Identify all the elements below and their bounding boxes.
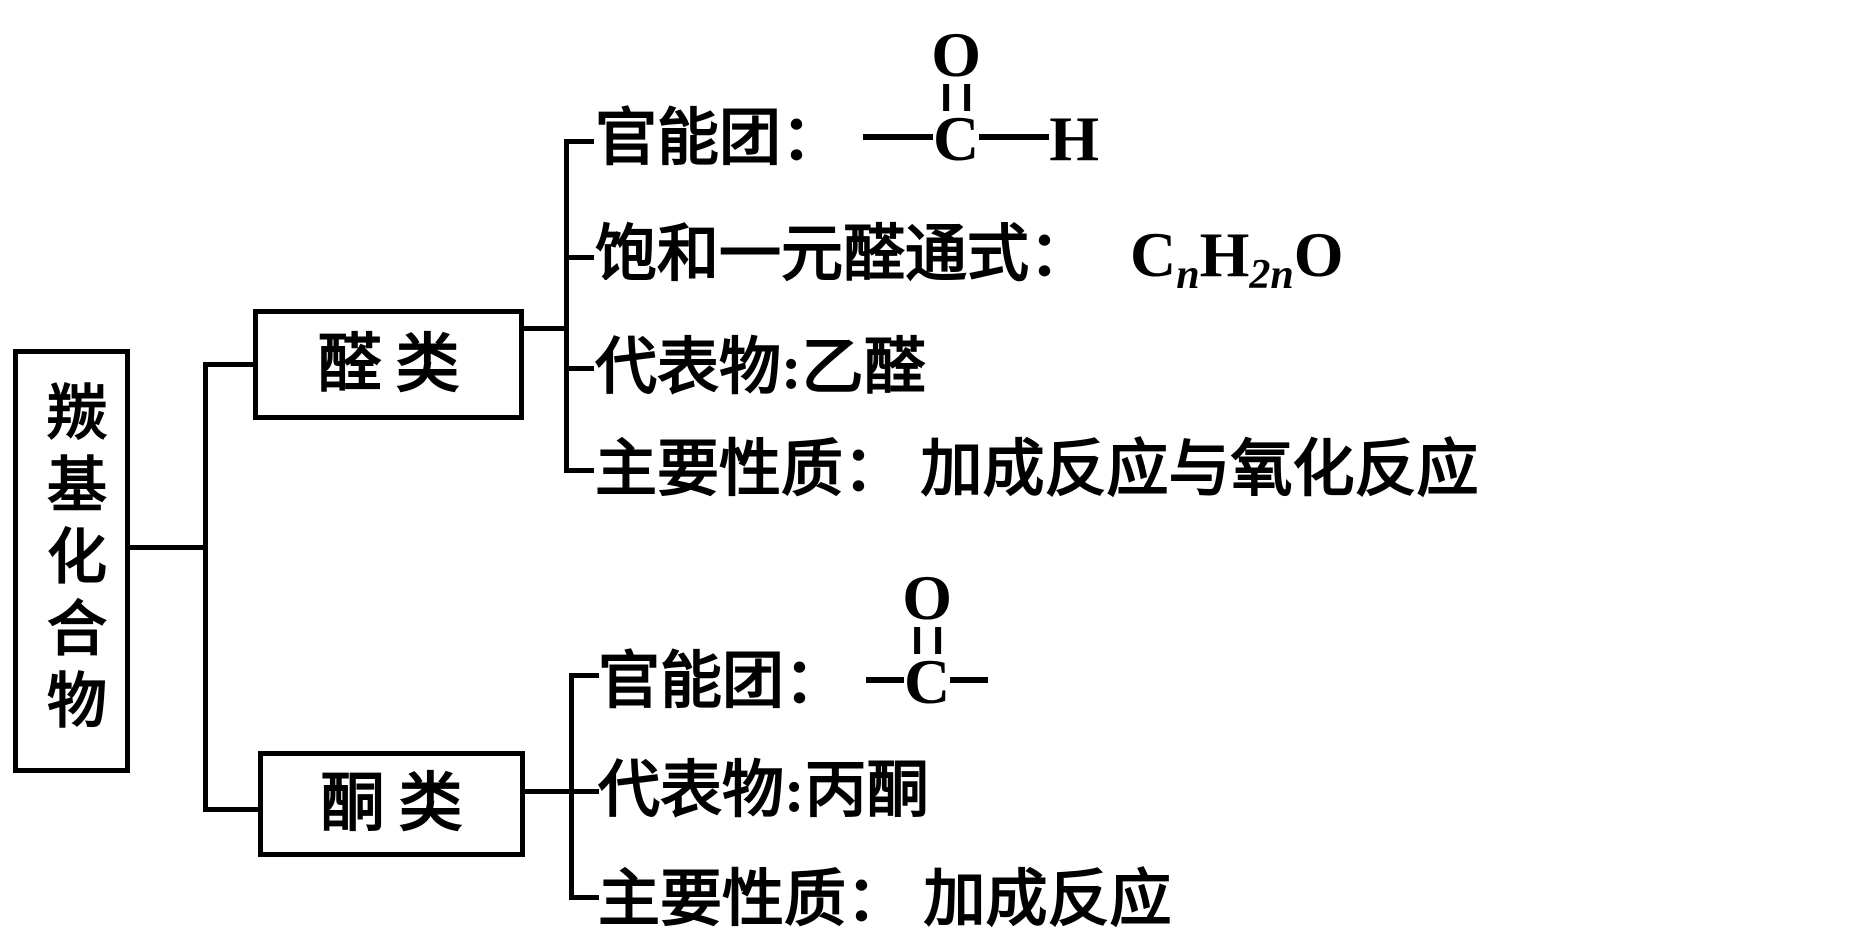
ketone-functional-group-formula: O C xyxy=(866,566,989,717)
root-stem-line xyxy=(125,545,207,550)
formula-h: H xyxy=(1199,219,1250,290)
carbonyl-oxygen-group: O xyxy=(931,19,982,111)
ketone-bracket-line xyxy=(569,673,574,900)
aldehyde-general-formula-label: 饱和一元醛通式： xyxy=(595,221,1092,289)
aldehyde-general-formula: CnH2nO xyxy=(1130,223,1344,297)
aldehyde-functional-group-label: 官能团： xyxy=(595,105,844,173)
aldehyde-functional-group-row: 官能团： O C H xyxy=(595,23,1100,174)
ketone-properties-label: 主要性质： 加成反应 xyxy=(598,866,1172,934)
branch-to-ketone-line xyxy=(203,807,263,812)
aldehyde-node-box: 醛类 xyxy=(253,309,524,420)
formula-sub-2n: 2n xyxy=(1249,252,1294,298)
trunk-line xyxy=(203,362,208,812)
aldehyde-properties-row: 主要性质： 加成反应与氧化反应 xyxy=(595,438,1479,502)
double-bond-icon xyxy=(913,627,941,654)
ketone-functional-group-row: 官能团： O C xyxy=(598,566,989,717)
ketone-properties-row: 主要性质： 加成反应 xyxy=(598,868,1172,932)
carbon-atom: C xyxy=(904,646,951,717)
carbonyl-stack: O C xyxy=(931,23,981,174)
carbon-atom: C xyxy=(933,103,980,174)
formula-sub-n: n xyxy=(1176,252,1200,298)
ketone-tick-2 xyxy=(569,789,599,794)
ketone-representative-label: 代表物:丙酮 xyxy=(598,757,929,825)
branch-to-aldehyde-line xyxy=(203,362,258,367)
aldehyde-tick-1 xyxy=(564,139,594,144)
ketone-node-label: 酮类 xyxy=(320,768,477,839)
ketone-node-box: 酮类 xyxy=(258,751,525,857)
aldehyde-tick-4 xyxy=(564,468,594,473)
ketone-representative-row: 代表物:丙酮 xyxy=(598,759,929,823)
ketone-tick-3 xyxy=(569,895,599,900)
carbonyl-stack: O C xyxy=(902,566,952,717)
double-bond-icon xyxy=(942,84,970,111)
aldehyde-general-formula-row: 饱和一元醛通式： CnH2nO xyxy=(595,221,1344,297)
ketone-tick-1 xyxy=(569,673,599,678)
aldehyde-representative-label: 代表物:乙醛 xyxy=(595,334,926,402)
aldehyde-node-label: 醛类 xyxy=(317,328,474,400)
formula-o: O xyxy=(1293,219,1344,290)
aldehyde-bracket-connector-line xyxy=(520,326,569,331)
single-bond-icon xyxy=(979,134,1050,140)
root-node-label: 羰基化合物 xyxy=(38,381,105,741)
formula-c: C xyxy=(1130,219,1177,290)
aldehyde-properties-label: 主要性质： 加成反应与氧化反应 xyxy=(595,436,1479,504)
oxygen-atom: O xyxy=(902,562,953,633)
single-bond-icon xyxy=(866,677,905,683)
aldehyde-functional-group-formula: O C H xyxy=(863,23,1100,174)
aldehyde-tick-2 xyxy=(564,255,594,260)
oxygen-atom: O xyxy=(931,19,982,90)
hydrogen-atom: H xyxy=(1049,103,1100,174)
single-bond-icon xyxy=(863,134,934,140)
aldehyde-representative-row: 代表物:乙醛 xyxy=(595,336,926,400)
single-bond-icon xyxy=(950,677,989,683)
carbonyl-oxygen-group: O xyxy=(902,562,953,654)
aldehyde-tick-3 xyxy=(564,366,594,371)
aldehyde-bracket-line xyxy=(564,139,569,473)
ketone-bracket-connector-line xyxy=(521,789,574,794)
root-node-box: 羰基化合物 xyxy=(13,349,130,773)
ketone-functional-group-label: 官能团： xyxy=(598,648,847,716)
